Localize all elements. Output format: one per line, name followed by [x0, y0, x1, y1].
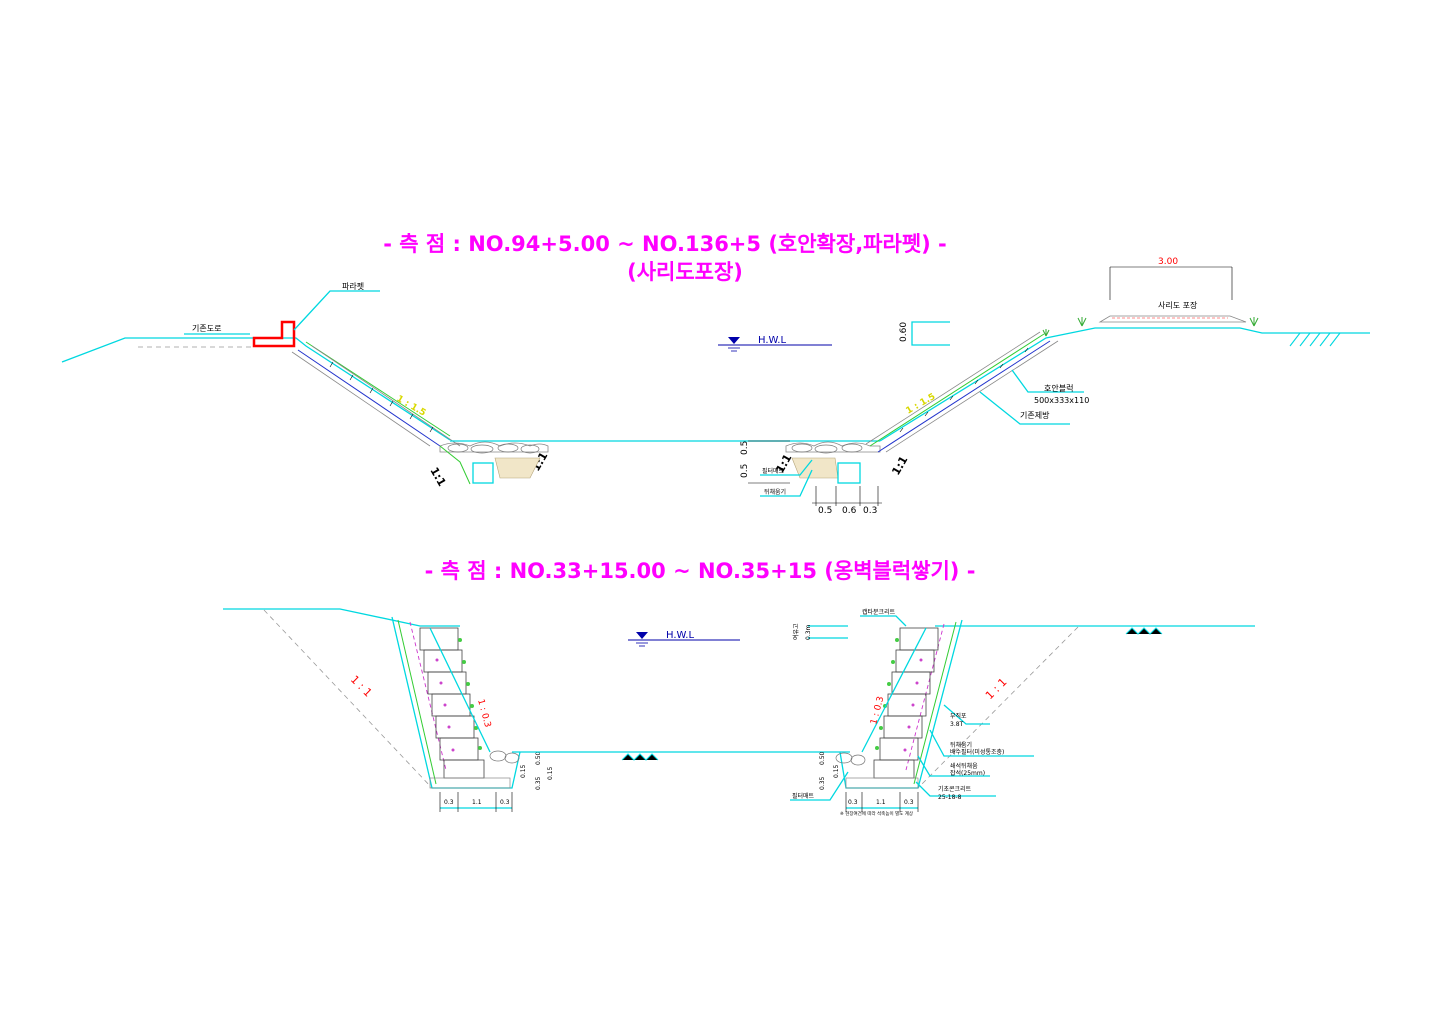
section2-left-dim-03a: 0.3 — [444, 799, 454, 806]
section1-left-foot-slope1: 1:1 — [427, 465, 448, 489]
section1-right-toe: 0.5 0.5 1:1 1:1 필터매트 뒤채움기 0.5 0.6 0.3 — [740, 441, 910, 516]
base-concrete-label: 기초콘크리트 — [938, 785, 972, 793]
section2-left-dim-050: 0.50 — [535, 751, 542, 765]
section1-vdim-top: 0.5 — [740, 441, 750, 455]
section2-title: - 측 점 : NO.33+15.00 ~ NO.35+15 (옹벽블럭쌓기) … — [425, 559, 976, 583]
freeboard-value: 0.3m — [805, 624, 812, 640]
section1-hwl: H.W.L — [718, 335, 832, 352]
section2-left-dim-03b: 0.3 — [500, 799, 510, 806]
existing-levee-label: 기존제방 — [1020, 410, 1050, 420]
section1-hdim-05: 0.5 — [818, 506, 832, 516]
section1-vdim-bottom: 0.5 — [740, 464, 750, 478]
gravel-pavement-label: 사리도 포장 — [1158, 300, 1198, 310]
section2-hwl-label: H.W.L — [666, 630, 694, 641]
section1-left-bank: 파라펫 기존도로 1 : 1.5 1:1 1:1 — [61, 281, 550, 489]
section2-right-dim-015: 0.15 — [833, 764, 840, 778]
section2-left-dim-015a: 0.15 — [520, 764, 527, 778]
section2-right-dim-11: 1.1 — [876, 799, 886, 806]
existing-road-label: 기존도로 — [192, 324, 221, 333]
section2-left-dim-015b: 0.15 — [547, 766, 554, 780]
section2-note: ※ 현장여건에 따라 석축높이 별도 계상 — [840, 810, 913, 817]
section2-right-dim-050: 0.50 — [819, 751, 826, 765]
section2-left-wall-slope: 1 : 0.3 — [475, 698, 492, 728]
section1-hdim-06: 0.6 — [842, 506, 857, 516]
section1-hdim-03: 0.3 — [863, 506, 877, 516]
revetment-block-size: 500x333x110 — [1034, 396, 1089, 405]
section1-left-toe — [439, 441, 549, 485]
nonwoven-label: 부직포 — [950, 713, 967, 720]
section2-right-dim-03b: 0.3 — [904, 799, 914, 806]
section2-channel-bed — [512, 751, 850, 761]
section1-height-dim: 0.60 — [899, 322, 909, 342]
nonwoven-spec: 3.8T — [950, 721, 964, 728]
section2-left-slope: 1 : 1 — [348, 673, 375, 700]
section2-right-dim-03a: 0.3 — [848, 799, 858, 806]
section2-left-dim-11: 1.1 — [472, 799, 482, 806]
section2-right-wall: 1 : 1 1 : 0.3 여유고 0.3m 캡타분크리트 부직포 3.8T 뒤… — [790, 608, 1255, 817]
section2-left-wall: 1 : 1 1 : 0.3 0.3 1.1 0.3 0.15 0.35 0.50… — [223, 608, 554, 812]
section1-right-foot-slope2: 1:1 — [889, 454, 910, 478]
section2-right-slope: 1 : 1 — [983, 675, 1010, 702]
pavement-width-dim: 3.00 — [1158, 257, 1178, 267]
section1-right-bank: 1 : 1.5 3.00 사리도 포장 0.60 호안블럭 500x333x11… — [865, 257, 1370, 453]
revetment-block-label: 호안블럭 — [1044, 383, 1073, 393]
freeboard-label: 여유고 — [792, 623, 800, 640]
filter-mat-label-1: 필터매트 — [762, 467, 785, 475]
section1-title-line1: - 측 점 : NO.94+5.00 ~ NO.136+5 (호안확장,파라펫)… — [383, 232, 947, 256]
crushed-stone-label: 쇄석뒤채움 — [950, 762, 978, 770]
section2-right-dim-035: 0.35 — [819, 776, 826, 790]
parapet-label: 파라펫 — [342, 281, 364, 291]
parapet-wall — [252, 320, 296, 348]
base-concrete-spec: 25-18-8 — [938, 794, 962, 801]
section2-left-dim-035: 0.35 — [535, 776, 542, 790]
drain-backfill-label: 뒤채움기 — [950, 741, 972, 749]
section2-hwl: H.W.L — [628, 630, 740, 647]
filter-mat-label-2: 필터매트 — [792, 792, 815, 800]
drain-backfill-spec: 배수필터(미성통조충) — [950, 748, 1004, 756]
backfill-label-1: 뒤채움기 — [764, 488, 786, 496]
section1-title-line2: (사리도포장) — [627, 260, 743, 284]
crushed-stone-spec: 잡석(25mm) — [950, 769, 985, 777]
section1-hwl-label: H.W.L — [758, 335, 786, 346]
cap-concrete-label: 캡타분크리트 — [862, 608, 896, 616]
